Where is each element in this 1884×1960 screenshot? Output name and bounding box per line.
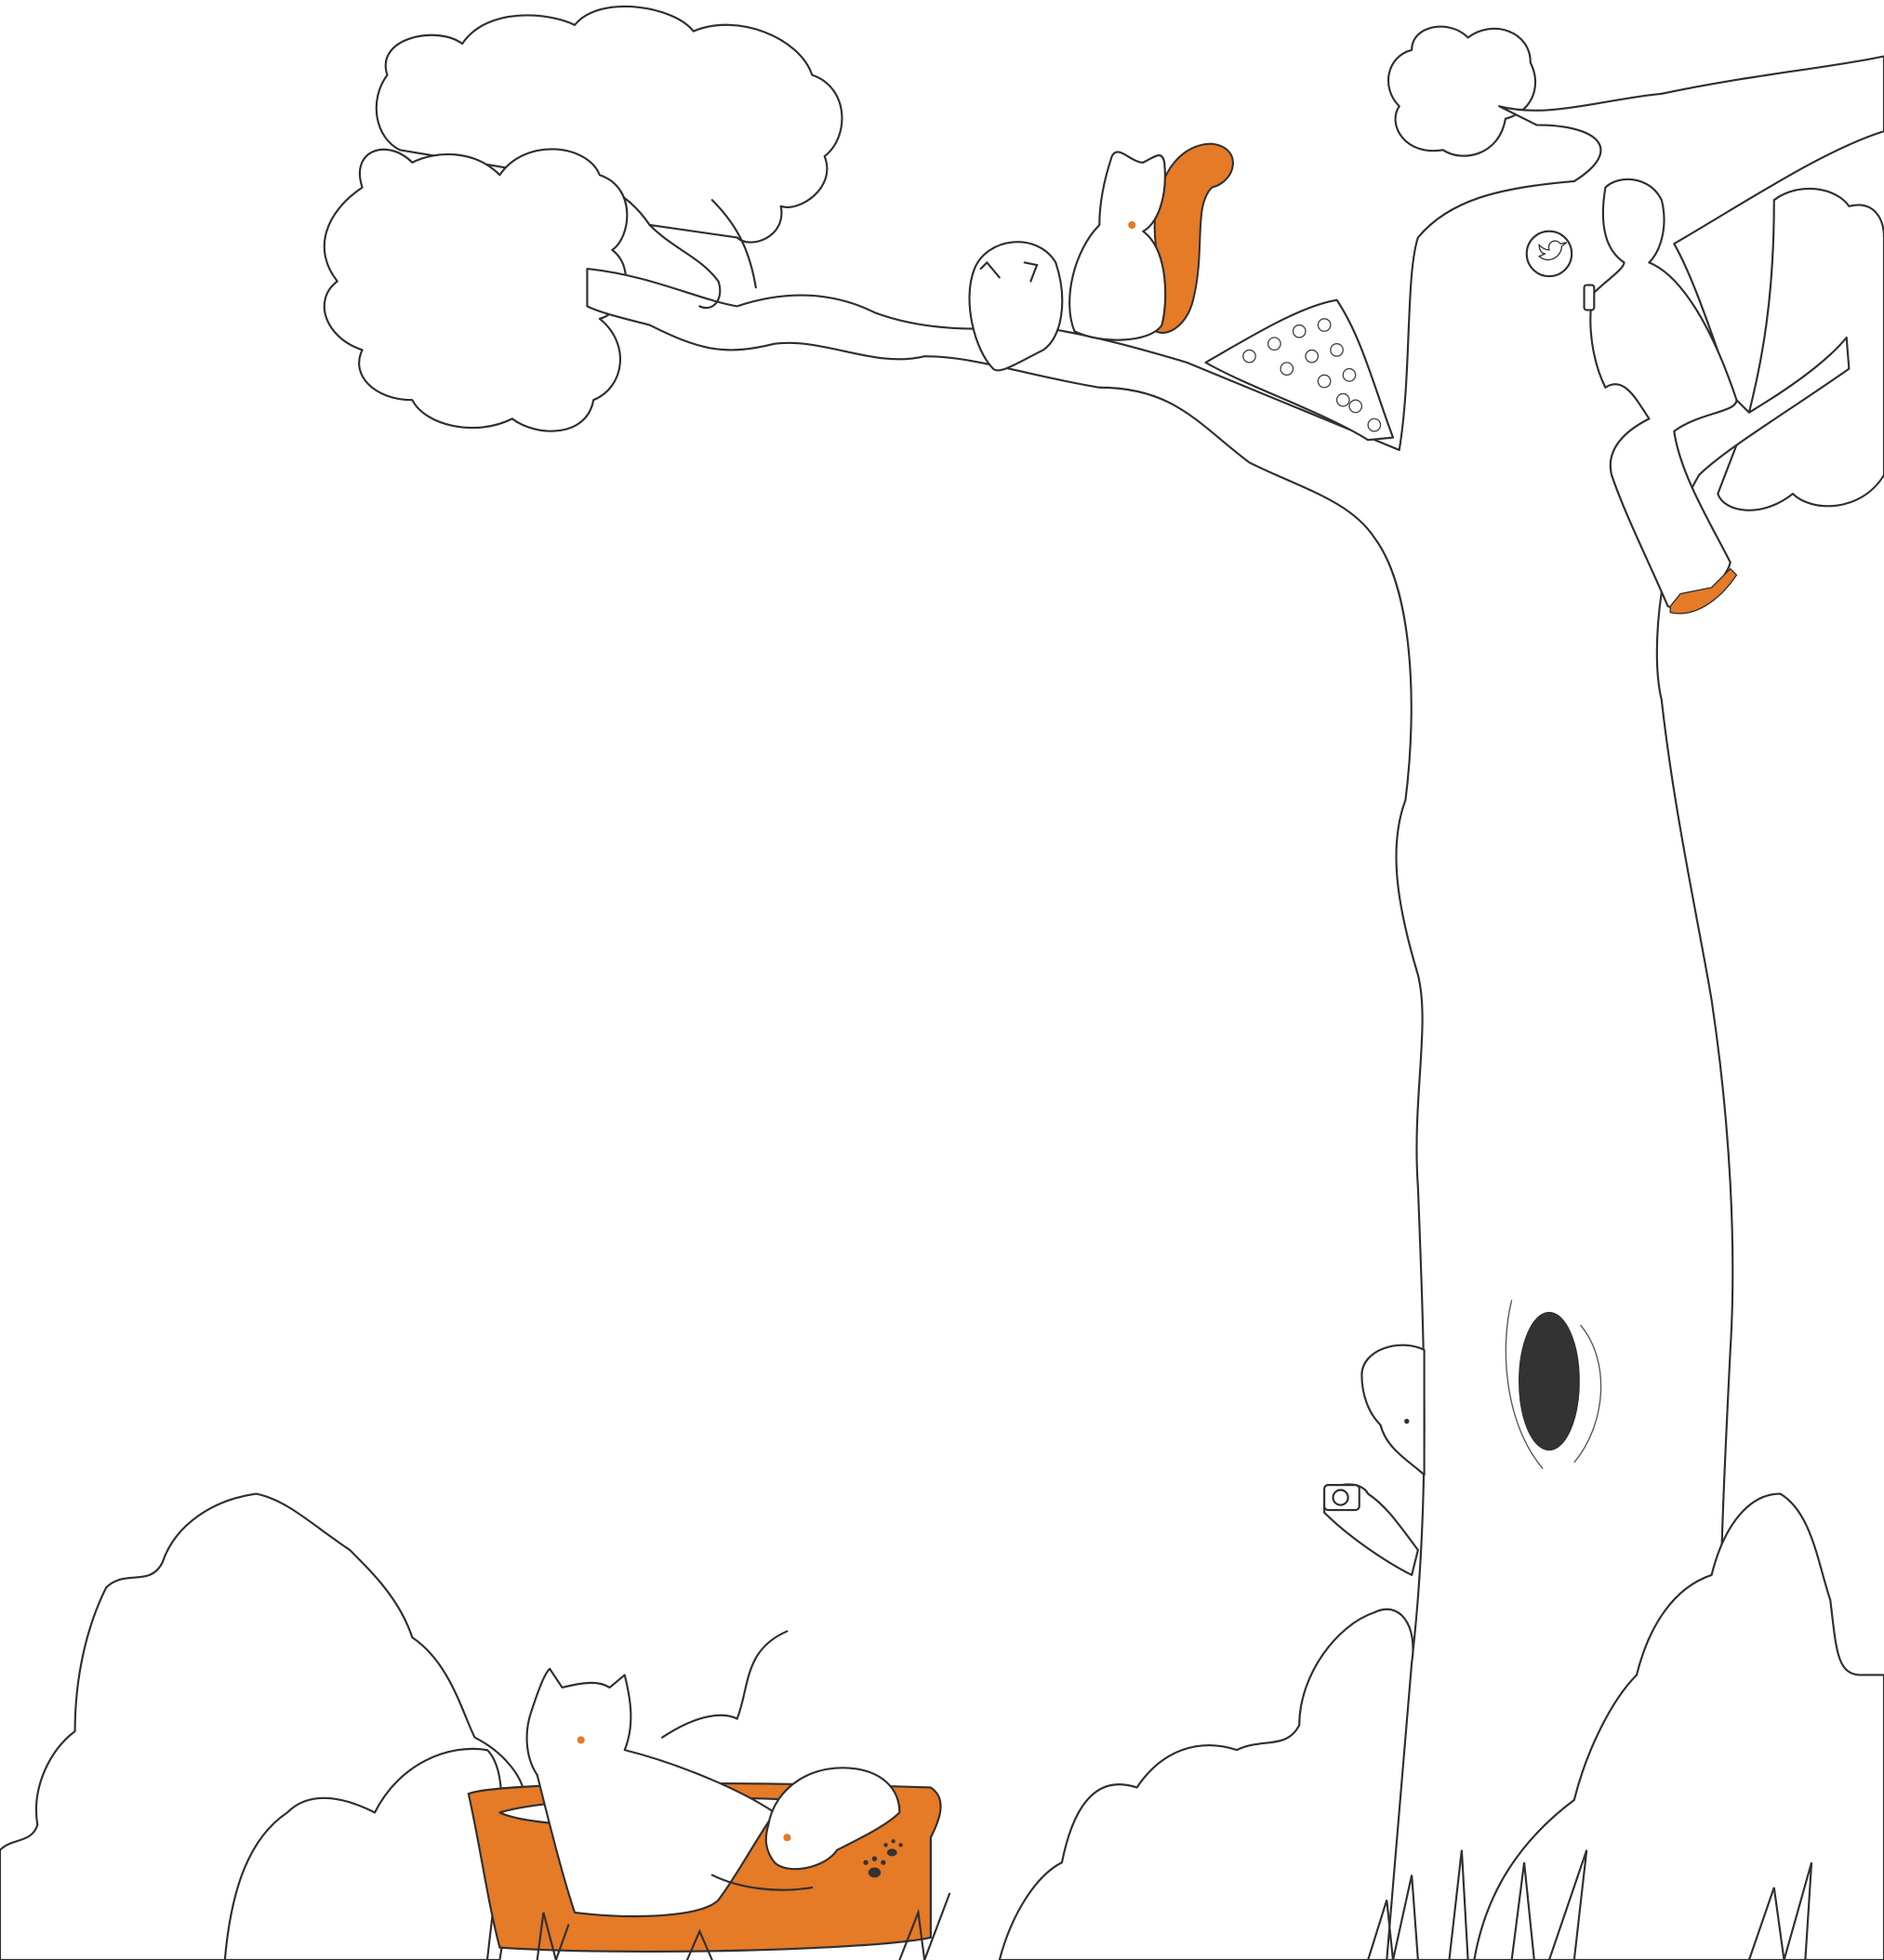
paw-print-icon [863, 1839, 903, 1878]
phone-icon [1583, 284, 1596, 311]
man-with-camera [1323, 1344, 1426, 1577]
bushes [0, 1492, 1884, 1960]
twitter-bird-icon [1525, 230, 1573, 278]
squirrel-small [968, 241, 1064, 372]
grass [536, 1849, 1813, 1960]
tree-hollow [1519, 1311, 1580, 1451]
tree [586, 55, 1884, 1960]
squirrel-big [1068, 142, 1234, 341]
nut-pile [1204, 298, 1395, 442]
foliage-left [323, 6, 843, 432]
man-on-branch [1525, 178, 1738, 615]
dog [710, 1767, 901, 1891]
